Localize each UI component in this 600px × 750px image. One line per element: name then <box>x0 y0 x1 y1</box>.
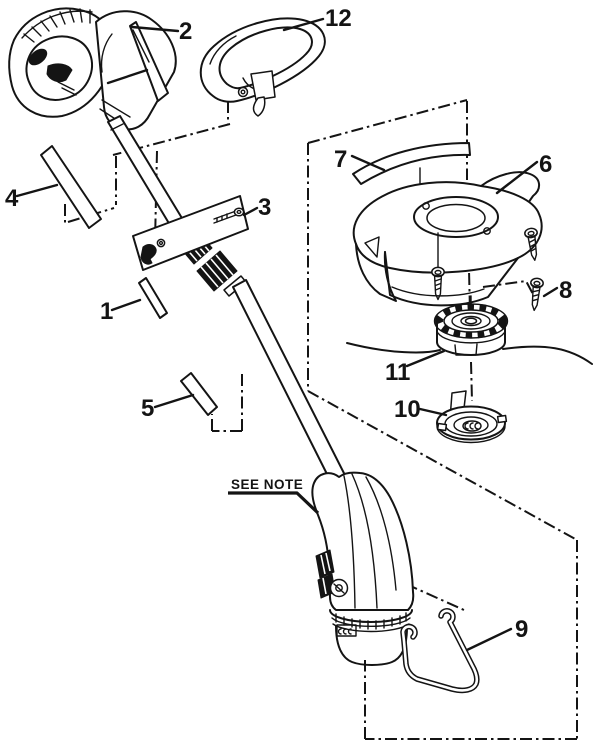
callout-5: 5 <box>141 395 154 422</box>
see-note-label: SEE NOTE <box>228 477 320 515</box>
callout-11: 11 <box>385 359 410 386</box>
guard-part-6 <box>352 171 543 307</box>
knurl-stripes-lower <box>200 254 234 288</box>
callout-1: 1 <box>100 298 113 325</box>
lock-off-button <box>28 48 48 66</box>
clamp-bolt <box>237 86 249 98</box>
grip-rib-hatching <box>23 8 91 43</box>
trigger-pictogram <box>140 244 157 265</box>
trimmer-line <box>346 342 593 365</box>
label-strip-part-2 <box>129 21 169 102</box>
coupler-knurl-lower <box>196 250 238 292</box>
trigger-lever <box>46 63 73 83</box>
aux-handle-part-12 <box>199 17 326 117</box>
guard-ring-inner <box>426 203 486 233</box>
trimmer-head-housing <box>311 471 415 666</box>
label-strip-part-1 <box>138 277 168 319</box>
lower-shaft-tube <box>232 279 353 497</box>
spool-cap-part-10 <box>436 390 508 444</box>
wire-guard-part-9 <box>400 608 480 694</box>
callout-3: 3 <box>258 194 271 221</box>
callout-7: 7 <box>334 146 347 173</box>
callout-10: 10 <box>394 396 421 423</box>
plate-screw <box>213 207 245 224</box>
head-collar-ring <box>329 609 413 633</box>
spool-part-11 <box>433 295 509 356</box>
callout-4: 4 <box>5 185 19 212</box>
callout-6: 6 <box>539 151 552 178</box>
label-strip-part-5 <box>180 372 218 416</box>
warning-plate-part-3 <box>132 195 249 271</box>
callout-8: 8 <box>559 277 572 304</box>
callout-labels: 1 2 3 4 5 6 7 8 9 10 11 12 <box>5 5 572 643</box>
clamp-flap <box>252 96 266 117</box>
callout-2: 2 <box>179 18 192 45</box>
callout-12: 12 <box>325 5 352 32</box>
guard-screw-left <box>431 266 445 301</box>
see-note-text: SEE NOTE <box>231 477 303 492</box>
label-strip-part-4 <box>40 145 102 229</box>
guard-screw-right-lower <box>527 277 545 312</box>
callout-leader-lines <box>15 17 559 652</box>
handle-clamp <box>250 70 276 101</box>
callout-9: 9 <box>515 616 528 643</box>
